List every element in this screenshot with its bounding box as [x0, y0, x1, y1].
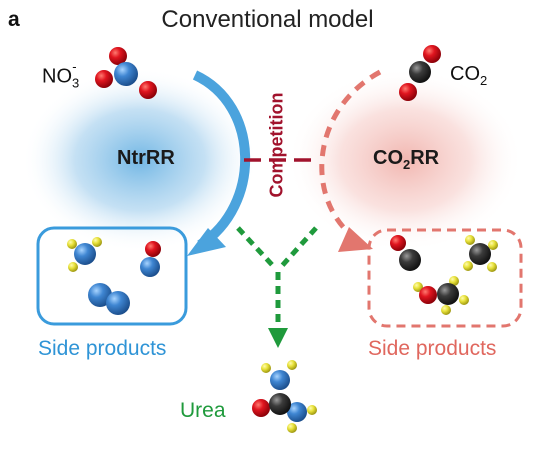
co2rr-base: CO — [373, 147, 403, 169]
urea-arrow-head — [268, 328, 288, 348]
urea-label: Urea — [180, 399, 226, 422]
urea-molecule — [252, 360, 317, 433]
diagram-title: Conventional model — [161, 6, 374, 33]
ntrrr-glow — [22, 68, 258, 252]
co2rr-glow — [287, 68, 523, 252]
n2-molecule — [88, 283, 130, 315]
co2rr-arrow-head — [338, 227, 373, 252]
co2rr-subscript: 2 — [403, 157, 411, 172]
co2-base: CO — [450, 63, 480, 85]
methane-molecule — [463, 235, 498, 272]
left-side-products-label: Side products — [38, 337, 167, 360]
panel-label: a — [8, 8, 20, 31]
co2rr-suffix: RR — [410, 147, 440, 169]
nitrate-label: NO3- — [42, 59, 80, 91]
co-molecule — [390, 235, 421, 271]
ntrrr-arrow-head — [187, 228, 226, 256]
co2-subscript: 2 — [480, 73, 488, 88]
co2-label: CO2 — [450, 63, 487, 88]
nitrate-subscript: 3 — [72, 75, 80, 91]
ntrrr-label: NtrRR — [117, 147, 175, 169]
nitrate-base: NO — [42, 65, 72, 88]
no-molecule — [140, 241, 161, 277]
ntrrr-arrow — [192, 70, 251, 250]
co2rr-arrow — [319, 69, 382, 240]
competition-label: Competition — [266, 92, 287, 198]
nitrate-molecule — [95, 47, 157, 99]
urea-pathway — [236, 226, 318, 328]
nitrate-superscript: - — [72, 59, 77, 74]
right-side-products-label: Side products — [368, 337, 497, 360]
ntrrr-side-products-box — [36, 226, 188, 326]
methanol-molecule — [413, 276, 469, 315]
co2rr-side-products-box — [367, 228, 523, 328]
ammonia-molecule — [67, 237, 102, 272]
co2-molecule — [399, 45, 441, 101]
co2rr-label: CO2RR — [373, 147, 439, 172]
competition-label-wrap: Competition — [257, 70, 297, 220]
